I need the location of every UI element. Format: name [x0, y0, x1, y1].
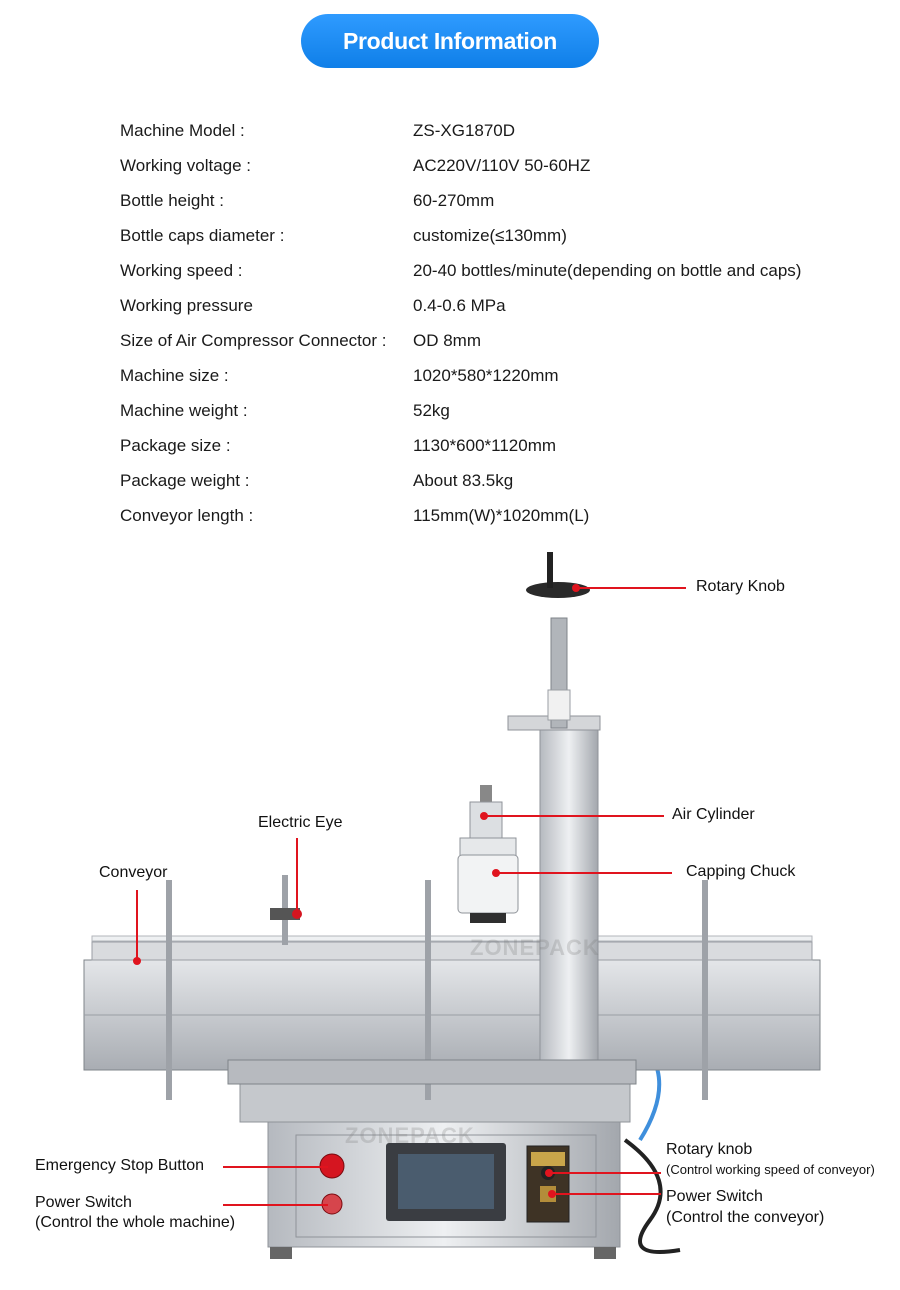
spec-label: Working voltage :: [120, 155, 252, 175]
spec-label: Size of Air Compressor Connector :: [120, 330, 387, 350]
spec-row: Bottle height : 60-270mm: [120, 183, 860, 218]
callout-emergency-stop: Emergency Stop Button: [35, 1157, 204, 1174]
callout-power-switch-main-note: (Control the whole machine): [35, 1214, 236, 1231]
spec-label: Machine weight :: [120, 400, 248, 420]
rotary-knob-handwheel: [526, 582, 590, 598]
base-plate-edge: [227, 1059, 637, 1085]
callout-line: [576, 587, 686, 589]
spec-row: Machine weight : 52kg: [120, 393, 860, 428]
callout-rotary-knob-speed: Rotary knob: [666, 1141, 753, 1158]
spec-value: 60-270mm: [413, 190, 495, 210]
spec-row: Working voltage : AC220V/110V 50-60HZ: [120, 148, 860, 183]
machine-illustration: [83, 552, 821, 1259]
callout-rotary-knob: Rotary Knob: [696, 578, 785, 595]
spec-row: Machine size : 1020*580*1220mm: [120, 358, 860, 393]
spec-label: Conveyor length :: [120, 505, 254, 525]
callout-rotary-knob-speed-note: (Control working speed of conveyor): [666, 1162, 875, 1177]
spec-row: Package size : 1130*600*1120mm: [120, 428, 860, 463]
conveyor-chain: [91, 941, 813, 961]
callout-line: [496, 872, 672, 874]
callout-line: [223, 1204, 328, 1206]
cylinder-fitting: [480, 785, 492, 805]
section-title: Product Information: [342, 27, 558, 54]
spec-value: customize(≤130mm): [413, 225, 567, 245]
spec-row: Package weight : About 83.5kg: [120, 463, 860, 498]
spec-value: 1020*580*1220mm: [413, 365, 559, 385]
callout-power-switch-conveyor-note: (Control the conveyor): [666, 1209, 825, 1226]
guide-post: [166, 880, 172, 1100]
shaft-collar: [547, 689, 571, 721]
electric-eye-bracket: [270, 908, 300, 920]
spec-table: Machine Model : ZS-XG1870D Working voltag…: [120, 113, 860, 533]
callout-power-switch-main: Power Switch: [35, 1194, 132, 1211]
spec-label: Machine size :: [120, 365, 229, 385]
speed-controller-label: [531, 1152, 565, 1166]
spec-row: Size of Air Compressor Connector : OD 8mm: [120, 323, 860, 358]
spec-label: Machine Model :: [120, 120, 245, 140]
spec-row: Conveyor length : 115mm(W)*1020mm(L): [120, 498, 860, 533]
cabinet-panel: [295, 1134, 597, 1238]
callout-conveyor: Conveyor: [99, 864, 168, 881]
spec-label: Package size :: [120, 435, 231, 455]
spec-value: 20-40 bottles/minute(depending on bottle…: [413, 260, 802, 280]
spec-value: 52kg: [413, 400, 450, 420]
spec-value: ZS-XG1870D: [413, 120, 516, 140]
foot: [270, 1247, 292, 1259]
spec-row: Working speed : 20-40 bottles/minute(depe…: [120, 253, 860, 288]
capping-chuck-head: [470, 913, 506, 923]
callout-capping-chuck: Capping Chuck: [686, 863, 796, 880]
main-column: [539, 715, 599, 1077]
guide-post: [425, 880, 431, 1100]
touch-screen-display: [398, 1154, 494, 1209]
spec-label: Bottle height :: [120, 190, 224, 210]
spec-value: 0.4-0.6 MPa: [413, 295, 506, 315]
callout-air-cylinder: Air Cylinder: [672, 806, 755, 823]
spec-value: OD 8mm: [413, 330, 481, 350]
rotary-knob-handle: [547, 552, 553, 588]
foot: [594, 1247, 616, 1259]
spec-label: Package weight :: [120, 470, 250, 490]
cylinder-head: [469, 801, 503, 839]
callout-line: [223, 1166, 328, 1168]
capping-chuck-body: [457, 854, 519, 914]
callout-power-switch-conveyor: Power Switch: [666, 1188, 763, 1205]
spec-value: About 83.5kg: [413, 470, 514, 490]
machine-photo: Rotary Knob Air Cylinder Capping Chuck E…: [0, 540, 900, 1290]
power-cable: [623, 1138, 681, 1254]
spec-row: Bottle caps diameter : customize(≤130mm): [120, 218, 860, 253]
watermark: ZONEPACK: [470, 935, 600, 960]
callout-line: [484, 815, 664, 817]
spec-value: 115mm(W)*1020mm(L): [413, 505, 590, 525]
spec-label: Working pressure: [120, 295, 253, 315]
spec-label: Working speed :: [120, 260, 243, 280]
callout-line: [549, 1172, 661, 1174]
callout-electric-eye: Electric Eye: [258, 814, 343, 831]
guide-post: [702, 880, 708, 1100]
callout-dot: [133, 957, 141, 965]
spec-row: Working pressure 0.4-0.6 MPa: [120, 288, 860, 323]
watermark: ZONEPACK: [345, 1123, 475, 1148]
callout-line: [296, 838, 298, 910]
base-top-plate: [239, 1079, 631, 1123]
callout-line: [136, 890, 138, 960]
callout-line: [552, 1193, 661, 1195]
spec-label: Bottle caps diameter :: [120, 225, 285, 245]
section-title-pill: Product Information: [301, 14, 599, 68]
spec-value: AC220V/110V 50-60HZ: [413, 155, 591, 175]
spec-value: 1130*600*1120mm: [413, 435, 557, 455]
electric-eye: [292, 909, 302, 919]
conveyor-guide-rail: [91, 935, 813, 942]
spec-row: Machine Model : ZS-XG1870D: [120, 113, 860, 148]
